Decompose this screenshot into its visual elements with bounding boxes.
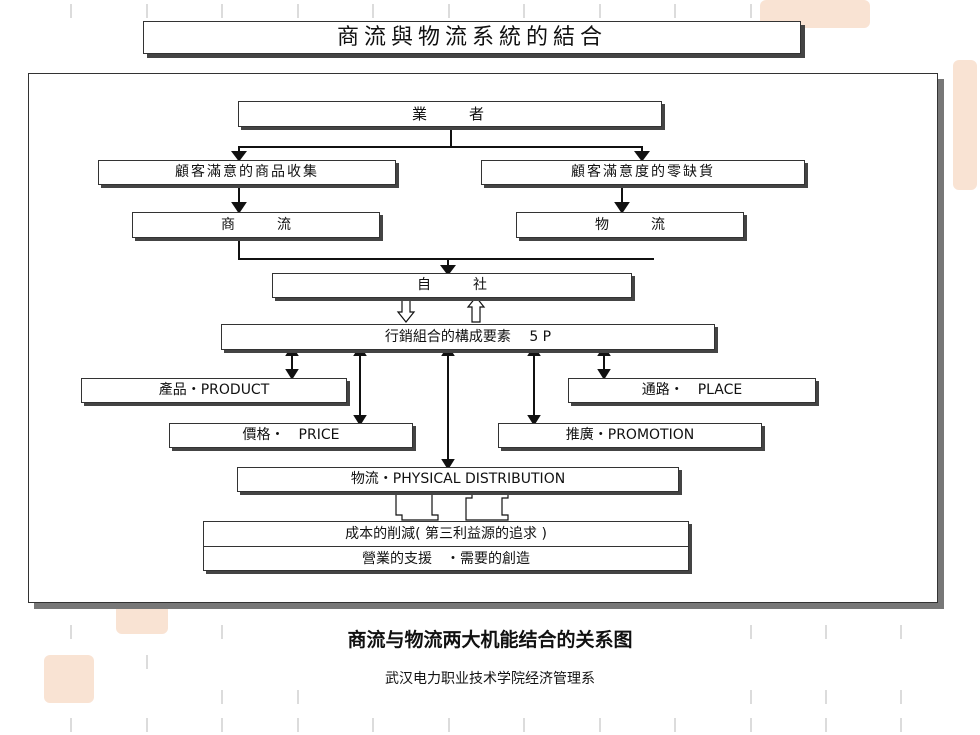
double-arrow-price — [353, 345, 367, 426]
decorative-seal-right — [953, 60, 977, 190]
arrow-to-shangliu — [231, 202, 247, 214]
box-gyosha: 業 者 — [238, 101, 662, 127]
double-arrow-physical — [441, 345, 455, 470]
figure-caption: 商流与物流两大机能结合的关系图 — [347, 629, 633, 651]
box-zisha: 自 社 — [272, 273, 632, 298]
arrow-to-wuliu — [614, 202, 630, 214]
outcome-cost-reduction: 成本的削減( 第三利益源的追求 ) — [204, 522, 688, 547]
hollow-split-arrow — [395, 492, 509, 521]
box-outcomes: 成本的削減( 第三利益源的追求 ) 營業的支援 ・需要的創造 — [203, 521, 689, 571]
box-left-need: 顧客滿意的商品收集 — [98, 160, 396, 185]
box-price: 價格・ PRICE — [169, 423, 413, 448]
organization-name: 武汉电力职业技术学院经济管理系 — [385, 671, 595, 687]
box-wuliu: 物 流 — [516, 212, 744, 238]
arrow-to-left-need — [231, 151, 247, 162]
hollow-arrow-down — [396, 296, 416, 323]
arrow-to-zisha — [440, 265, 456, 276]
double-arrow-promotion — [527, 345, 541, 426]
box-place: 通路・ PLACE — [568, 378, 816, 403]
double-arrow-product — [285, 345, 299, 380]
slide-title: 商流與物流系統的結合 — [143, 21, 801, 54]
double-arrow-place — [597, 345, 611, 380]
box-physical-distribution: 物流・PHYSICAL DISTRIBUTION — [237, 467, 679, 492]
box-product: 產品・PRODUCT — [81, 378, 347, 403]
decorative-seal-left — [116, 600, 168, 634]
box-shangliu: 商 流 — [132, 212, 380, 238]
box-marketing-mix: 行銷組合的構成要素 5 P — [221, 324, 715, 350]
outcome-sales-support: 營業的支援 ・需要的創造 — [362, 551, 530, 567]
arrow-to-right-need — [634, 151, 650, 162]
box-promotion: 推廣・PROMOTION — [498, 423, 762, 448]
decorative-seal-bottom-left — [44, 655, 94, 703]
box-right-need: 顧客滿意度的零缺貨 — [481, 160, 805, 185]
hollow-arrow-up — [466, 296, 486, 323]
